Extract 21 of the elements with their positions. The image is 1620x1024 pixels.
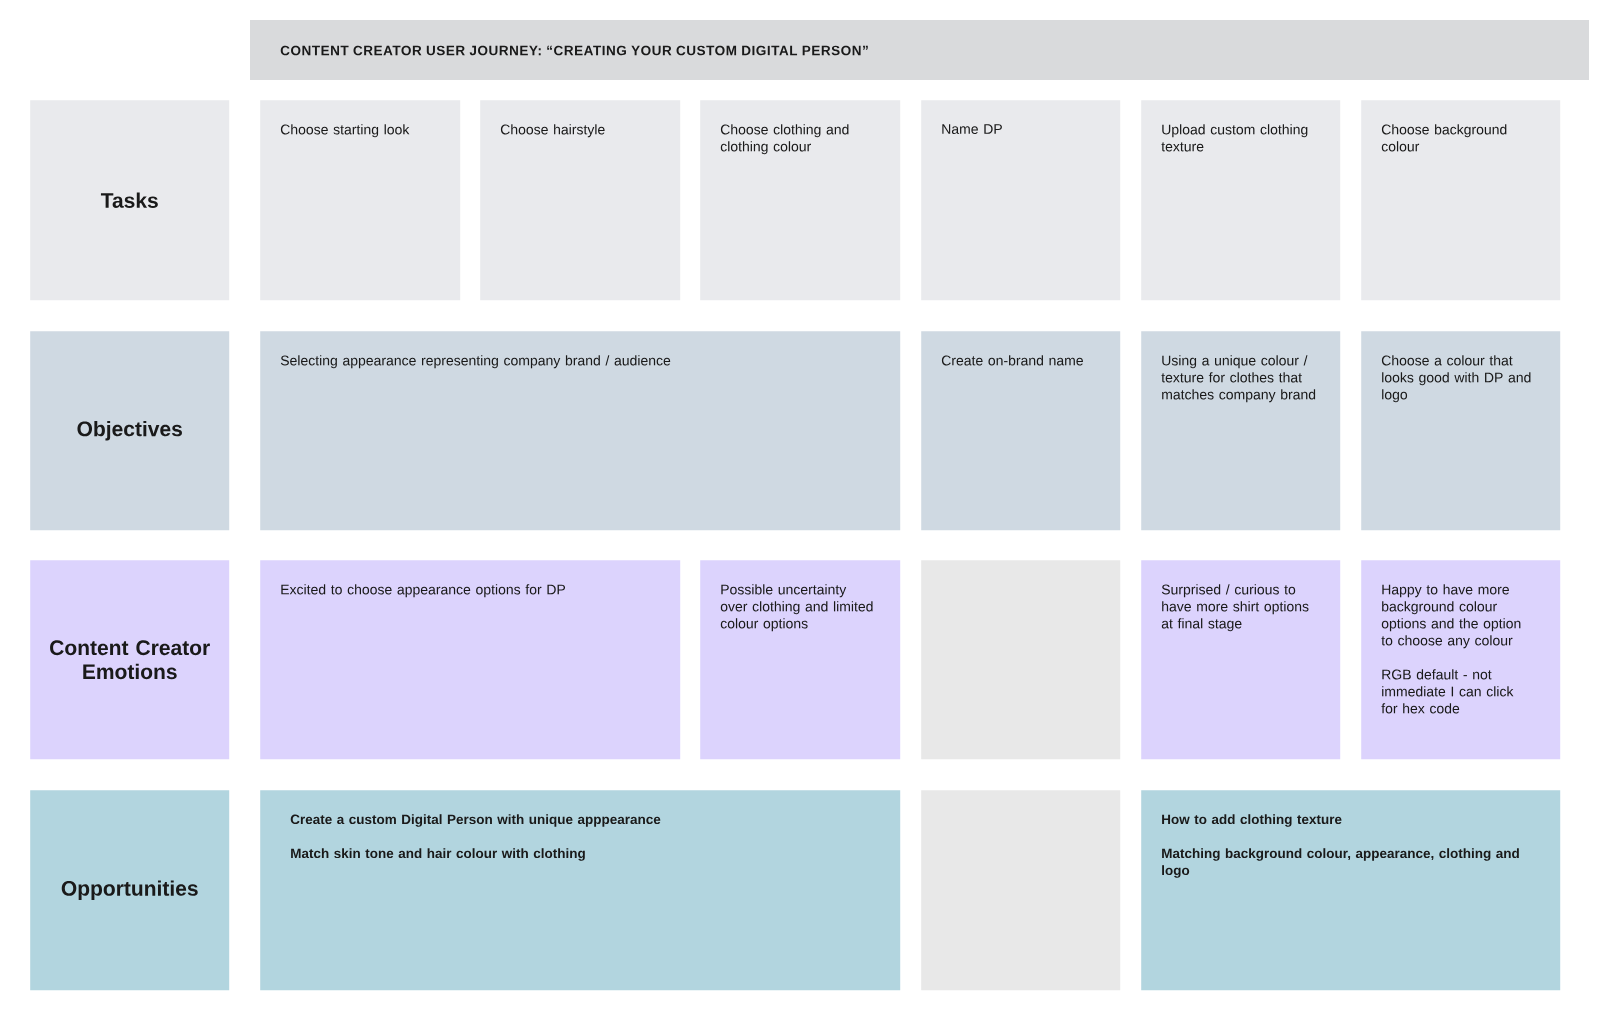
- task-card: Upload custom clothing texture: [1141, 100, 1341, 301]
- row-header: Content Creator Emotions: [30, 560, 230, 760]
- task-card: Choose clothing and clothing colour: [700, 100, 901, 301]
- row-header: Objectives: [30, 331, 230, 531]
- objective-card: Selecting appearance representing company brand / audience: [260, 331, 901, 531]
- task-card: Choose starting look: [260, 100, 461, 301]
- objective-card: Choose a colour that looks good with DP and logo: [1361, 331, 1561, 531]
- opportunity-card: Create a custom Digital Person with unique apppearance Match skin tone and hair colour with clothing: [260, 790, 901, 991]
- emotion-card: Surprised / curious to have more shirt options at final stage: [1141, 560, 1341, 760]
- emotion-card: Happy to have more background colour options and the option to choose any colour RGB default - not immediate I can click for hex code: [1361, 560, 1561, 760]
- task-card: Choose hairstyle: [480, 100, 681, 301]
- objective-card: Create on-brand name: [921, 331, 1121, 531]
- task-card: Choose background colour: [1361, 100, 1561, 301]
- objective-card: Using a unique colour / texture for clothes that matches company brand: [1141, 331, 1341, 531]
- emotion-card: Possible uncertainty over clothing and limited colour options: [700, 560, 901, 760]
- emotion-card: Excited to choose appearance options for DP: [260, 560, 681, 760]
- title-bar: CONTENT CREATOR USER JOURNEY: “CREATING YOUR CUSTOM DIGITAL PERSON”: [250, 20, 1589, 80]
- row-header: Tasks: [30, 100, 230, 301]
- row-header: Opportunities: [30, 790, 230, 991]
- opportunity-card: How to add clothing texture Matching background colour, appearance, clothing and logo: [1141, 790, 1561, 991]
- task-card: Name DP: [921, 100, 1121, 301]
